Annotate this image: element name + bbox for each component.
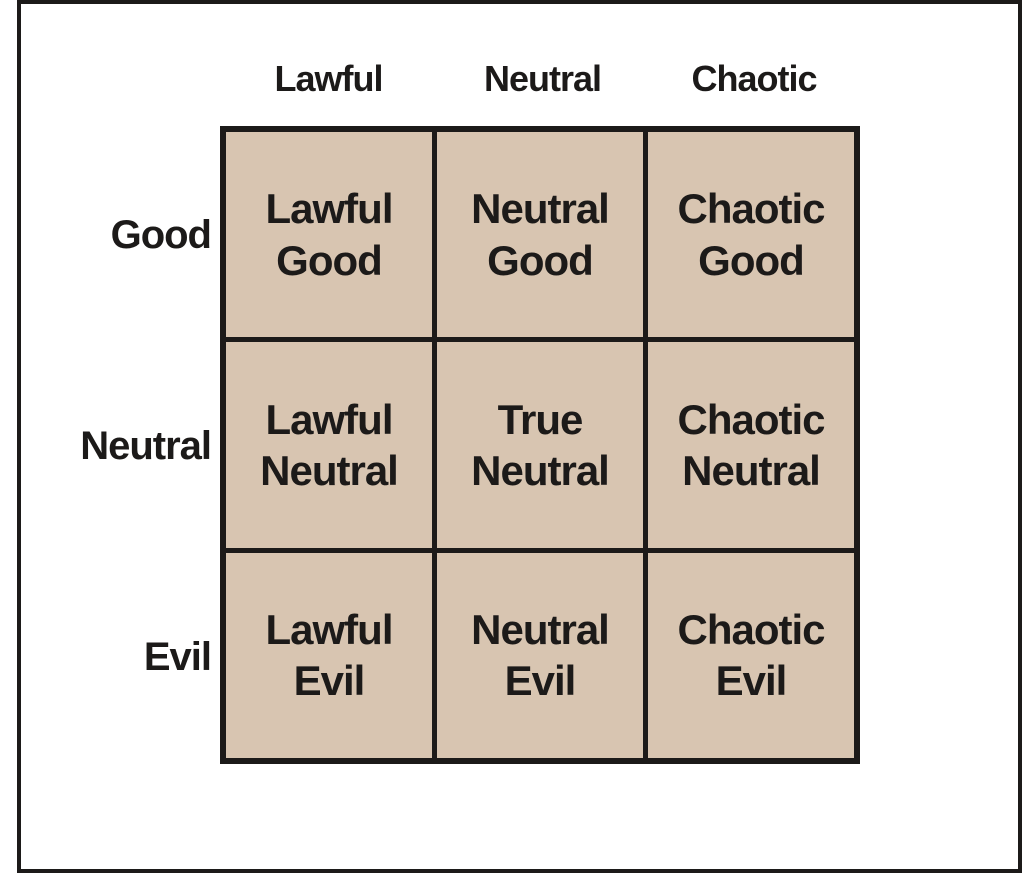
cell-text-line: Lawful xyxy=(265,185,394,233)
cell-text-line: Neutral xyxy=(471,606,610,654)
cell-lawful-evil: Lawful Evil xyxy=(226,552,432,758)
cell-text-line: Neutral xyxy=(471,446,610,494)
cell-text-line: Evil xyxy=(504,657,577,705)
cell-text-line: Neutral xyxy=(682,446,821,494)
alignment-grid: Lawful Good Neutral Good Chaotic Good La… xyxy=(220,126,860,764)
cell-lawful-good: Lawful Good xyxy=(226,132,432,338)
row-label-evil: Evil xyxy=(143,635,212,679)
page-frame: Lawful Neutral Chaotic Good Neutral Evil… xyxy=(17,0,1022,873)
cell-text-line: Neutral xyxy=(471,185,610,233)
cell-text-line: Lawful xyxy=(265,395,394,443)
cell-chaotic-good: Chaotic Good xyxy=(648,132,854,338)
cell-text-line: Evil xyxy=(293,657,366,705)
cell-neutral-good: Neutral Good xyxy=(437,132,643,338)
cell-text-line: True xyxy=(497,395,584,443)
cell-true-neutral: True Neutral xyxy=(437,342,643,548)
column-header-neutral: Neutral xyxy=(483,58,602,99)
column-header-lawful: Lawful xyxy=(274,58,384,99)
cell-neutral-evil: Neutral Evil xyxy=(437,552,643,758)
cell-text-line: Chaotic xyxy=(677,606,825,654)
column-header-chaotic: Chaotic xyxy=(691,58,817,99)
cell-text-line: Neutral xyxy=(260,446,399,494)
cell-text-line: Chaotic xyxy=(677,395,825,443)
cell-text-line: Lawful xyxy=(265,606,394,654)
cell-text-line: Good xyxy=(698,236,805,284)
cell-text-line: Good xyxy=(487,236,594,284)
cell-chaotic-neutral: Chaotic Neutral xyxy=(648,342,854,548)
row-label-neutral: Neutral xyxy=(80,424,212,468)
cell-text-line: Evil xyxy=(715,657,788,705)
cell-text-line: Chaotic xyxy=(677,185,825,233)
cell-lawful-neutral: Lawful Neutral xyxy=(226,342,432,548)
cell-chaotic-evil: Chaotic Evil xyxy=(648,552,854,758)
cell-text-line: Good xyxy=(276,236,383,284)
row-label-good: Good xyxy=(110,213,212,257)
